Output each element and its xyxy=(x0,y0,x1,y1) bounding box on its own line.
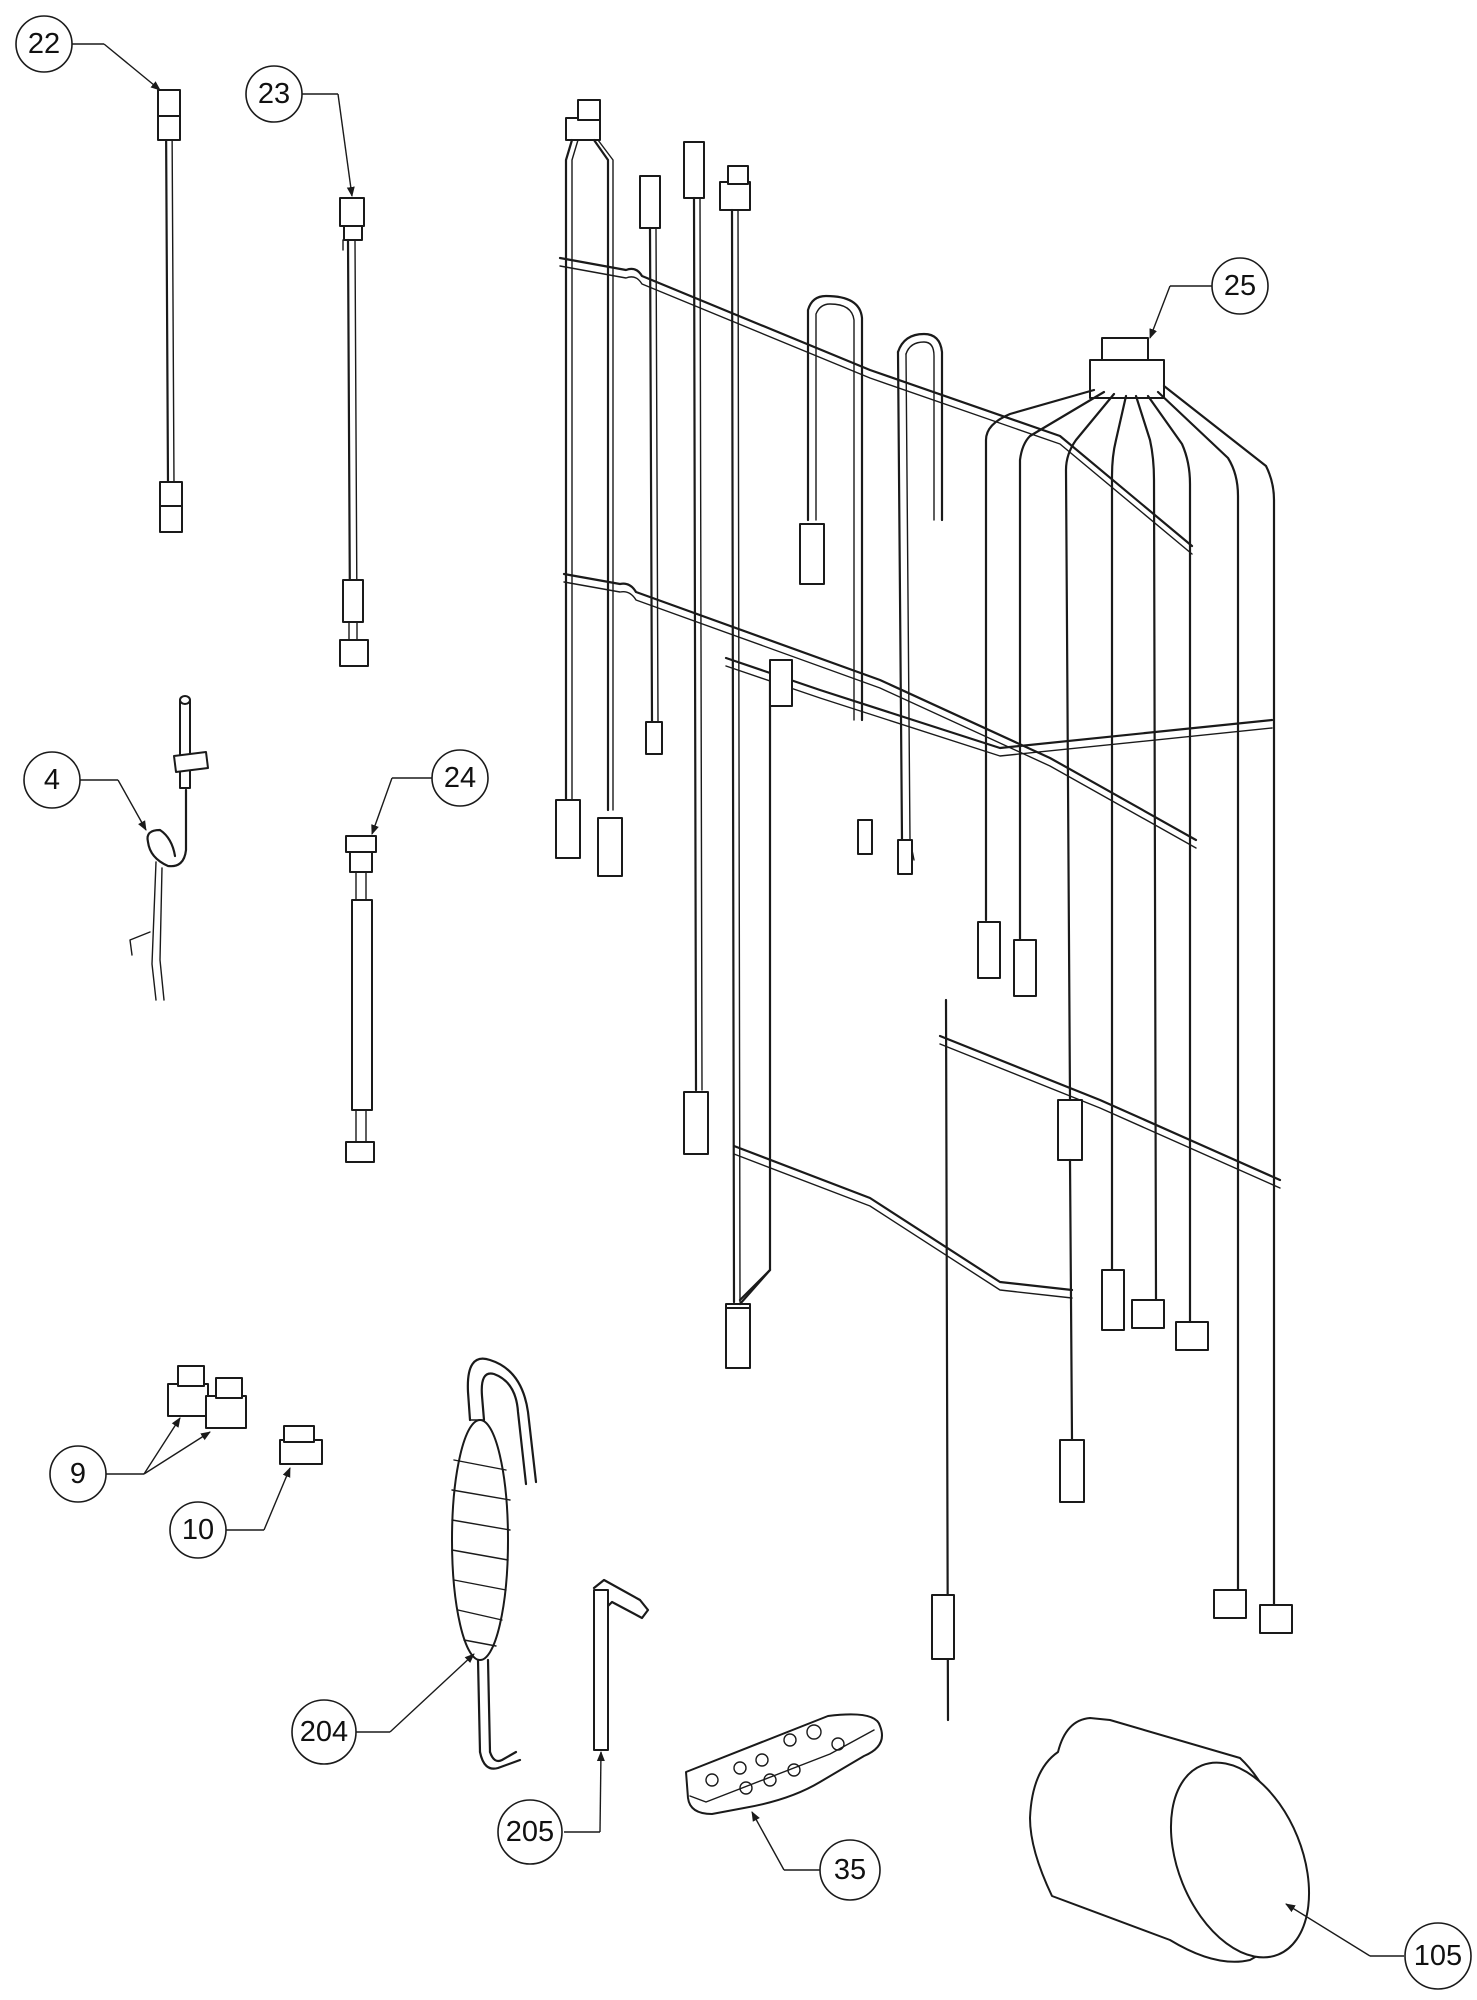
callout-22: 22 xyxy=(15,15,161,91)
part-205-hex-key xyxy=(592,1578,650,1751)
callout-label: 23 xyxy=(258,78,290,110)
callout-label: 105 xyxy=(1414,1940,1462,1972)
callout-label: 9 xyxy=(70,1458,86,1490)
part-105-cylinder xyxy=(1029,1717,1311,1963)
callout-label: 25 xyxy=(1224,270,1256,302)
part-10-connector xyxy=(279,1425,323,1465)
callout-204: 204 xyxy=(291,1653,475,1765)
callout-205: 205 xyxy=(497,1751,605,1865)
callout-4: 4 xyxy=(23,751,147,831)
callout-label: 10 xyxy=(182,1514,214,1546)
callout-label: 24 xyxy=(444,762,476,794)
callout-label: 35 xyxy=(834,1854,866,1886)
callout-label: 204 xyxy=(300,1716,348,1748)
callout-105: 105 xyxy=(1285,1903,1472,1990)
part-23-cable xyxy=(339,197,369,667)
part-35-remote xyxy=(685,1713,883,1815)
callout-23: 23 xyxy=(245,65,355,197)
main-wire-harness xyxy=(555,99,1293,1722)
callout-10: 10 xyxy=(169,1467,291,1559)
part-9-connectors xyxy=(167,1365,247,1429)
callout-35: 35 xyxy=(751,1811,881,1901)
callout-9: 9 xyxy=(49,1417,211,1503)
callout-24: 24 xyxy=(371,749,489,835)
part-204-hook-tool xyxy=(451,1357,538,1770)
callout-label: 22 xyxy=(28,28,60,60)
part-24-cable xyxy=(345,835,377,1163)
callout-label: 4 xyxy=(44,764,60,796)
callout-25: 25 xyxy=(1149,257,1269,339)
callout-label: 205 xyxy=(506,1816,554,1848)
part-4-probe xyxy=(129,695,209,1001)
part-22-cable xyxy=(157,89,183,533)
